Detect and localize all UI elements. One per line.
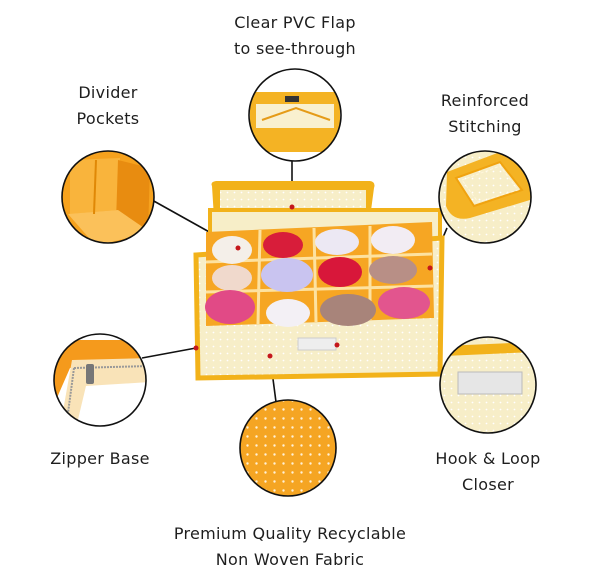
zoom-divider	[61, 150, 155, 244]
label-divider-line2: Pockets	[76, 109, 140, 128]
label-stitching-line1: Reinforced	[440, 91, 530, 110]
zoom-stitching	[438, 150, 532, 244]
label-fabric-line1: Premium Quality Recyclable	[173, 524, 407, 543]
zoom-flap	[248, 68, 342, 162]
label-stitching: Reinforced Stitching	[425, 88, 545, 140]
organizer-box	[193, 181, 445, 381]
zoom-zipper	[53, 333, 147, 427]
label-flap: Clear PVC Flap to see-through	[195, 10, 395, 62]
label-fabric: Premium Quality Recyclable Non Woven Fab…	[150, 521, 430, 573]
anchor-dots	[193, 204, 433, 359]
leader-zipper	[141, 347, 197, 359]
front-tag	[297, 337, 337, 351]
label-flap-line2: to see-through	[233, 39, 356, 58]
label-stitching-line2: Stitching	[448, 117, 522, 136]
label-hook: Hook & Loop Closer	[418, 446, 558, 498]
label-divider-line1: Divider	[78, 83, 138, 102]
label-flap-line1: Clear PVC Flap	[234, 13, 356, 32]
label-hook-line1: Hook & Loop	[435, 449, 541, 468]
zoom-fabric	[239, 399, 337, 497]
label-zipper-line1: Zipper Base	[50, 449, 150, 468]
label-fabric-line2: Non Woven Fabric	[215, 550, 365, 569]
label-hook-line2: Closer	[462, 475, 514, 494]
zoom-hook	[439, 336, 537, 434]
rolled-items	[205, 226, 430, 327]
label-zipper: Zipper Base	[35, 446, 165, 472]
label-divider: Divider Pockets	[58, 80, 158, 132]
